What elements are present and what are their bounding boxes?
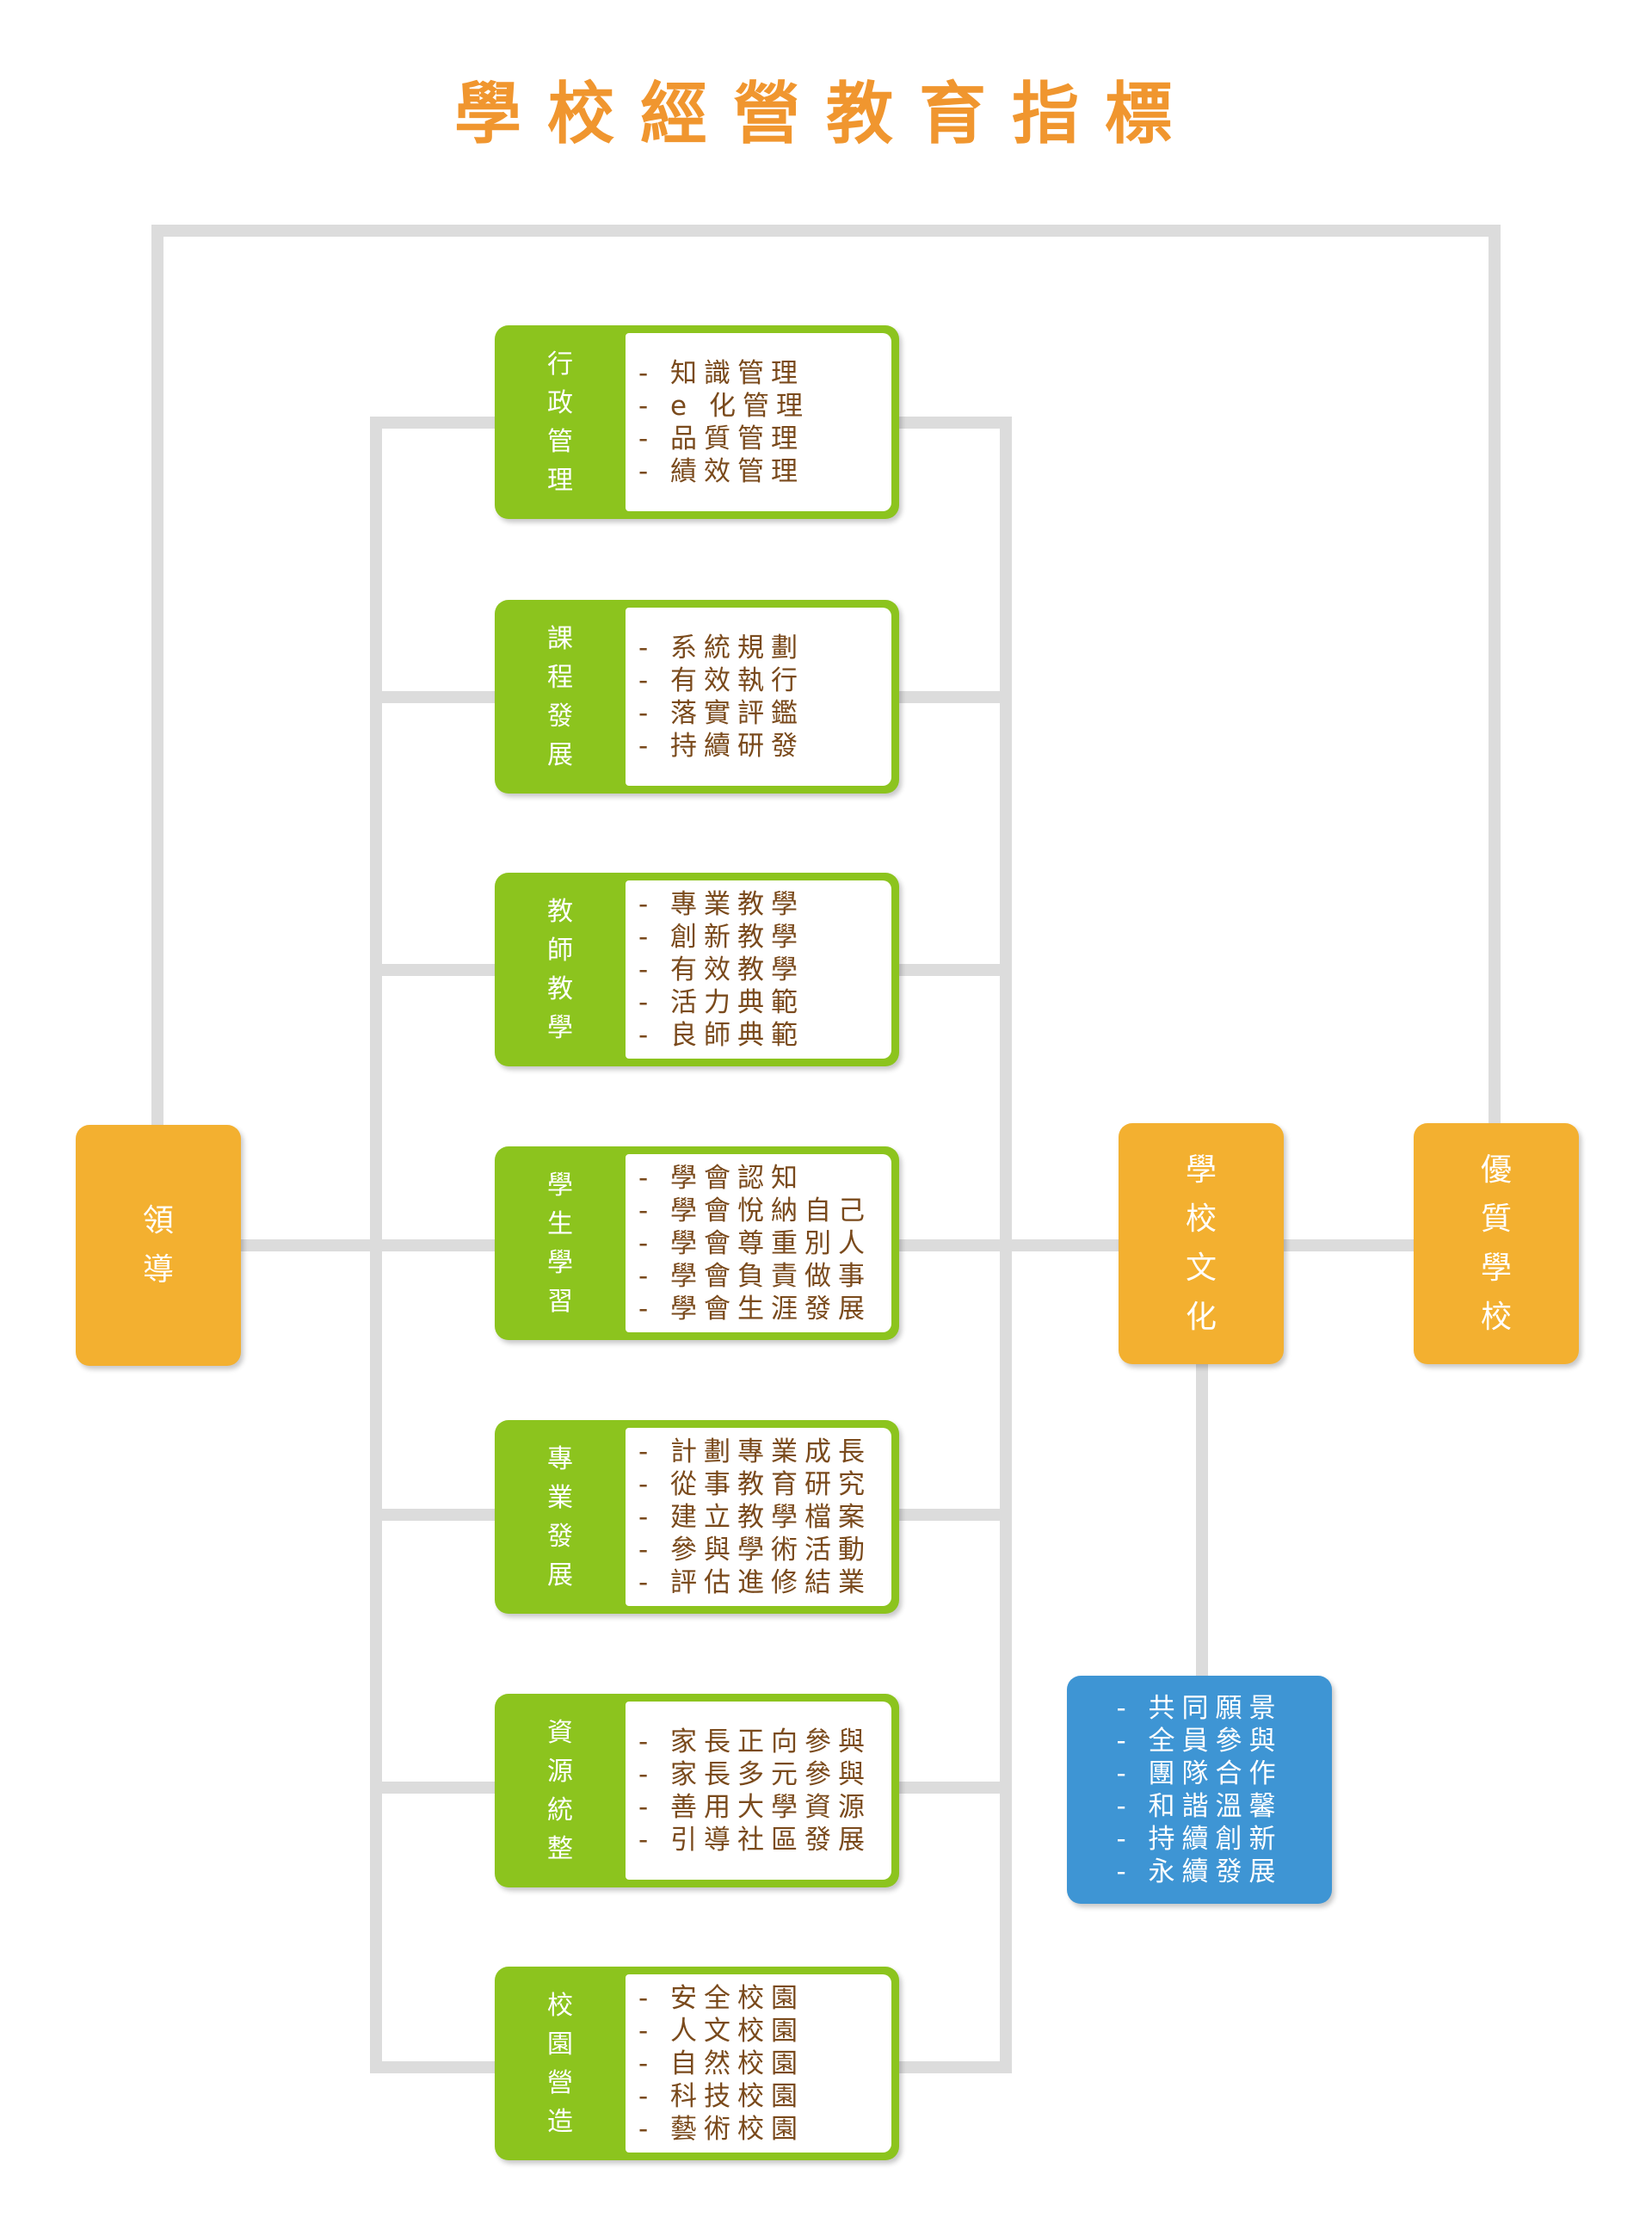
category-items: - 知識管理 - e 化管理 - 品質管理 - 績效管理 [626,333,891,511]
category-item: - 參與學術活動 [638,1534,872,1566]
connector-line [1196,1356,1208,1678]
culture-items-box: - 共同願景 - 全員參與 - 團隊合作 - 和諧溫馨 - 持續創新 - 永續發… [1067,1676,1332,1904]
category-item: - 家長正向參與 [638,1726,872,1757]
culture-item: - 持續創新 [1116,1823,1283,1855]
category-item: - 人文校園 [638,2015,805,2047]
category-item: - 學會生涯發展 [638,1293,872,1325]
category-label: 專業發展 [547,1443,573,1591]
category-card-curriculum: 課程發展 - 系統規劃 - 有效執行 - 落實評鑑 - 持續研發 [495,600,899,794]
category-label: 資源統整 [547,1717,573,1864]
category-label: 行政管理 [547,349,573,496]
category-item: - 良師典範 [638,1019,805,1051]
category-item: - 學會悅納自己 [638,1195,872,1226]
category-item: - 學會尊重別人 [638,1227,872,1259]
category-item: - 學會負責做事 [638,1260,872,1292]
quality-school-box: 優質學校 [1414,1123,1579,1364]
category-item: - 有效教學 [638,954,805,985]
leadership-box: 領導 [76,1125,241,1366]
category-item: - 引導社區發展 [638,1824,872,1856]
school-culture-label: 學校文化 [1185,1152,1217,1335]
culture-item: - 永續發展 [1116,1856,1283,1887]
category-item: - 品質管理 [638,423,805,454]
category-item: - e 化管理 [638,390,810,422]
category-item: - 家長多元參與 [638,1758,872,1790]
connector-line [151,225,163,1130]
connector-line [151,225,1501,237]
category-item: - 有效執行 [638,664,805,696]
category-items: - 學會認知 - 學會悅納自己 - 學會尊重別人 - 學會負責做事 - 學會生涯… [626,1154,891,1332]
category-items: - 安全校園 - 人文校園 - 自然校園 - 科技校園 - 藝術校園 [626,1974,891,2153]
culture-item: - 全員參與 [1116,1725,1283,1757]
culture-item: - 共同願景 [1116,1692,1283,1724]
category-item: - 安全校園 [638,1982,805,2014]
category-item: - 藝術校園 [638,2113,805,2145]
category-card-teaching: 教師教學 - 專業教學 - 創新教學 - 有效教學 - 活力典範 - 良師典範 [495,873,899,1066]
category-card-resource-integration: 資源統整 - 家長正向參與 - 家長多元參與 - 善用大學資源 - 引導社區發展 [495,1694,899,1887]
category-items: - 家長正向參與 - 家長多元參與 - 善用大學資源 - 引導社區發展 [626,1702,891,1880]
school-culture-box: 學校文化 [1119,1123,1284,1364]
category-card-administration: 行政管理 - 知識管理 - e 化管理 - 品質管理 - 績效管理 [495,325,899,519]
category-card-professional-development: 專業發展 - 計劃專業成長 - 從事教育研究 - 建立教學檔案 - 參與學術活動… [495,1420,899,1614]
leadership-label: 領導 [142,1203,174,1288]
category-items: - 專業教學 - 創新教學 - 有效教學 - 活力典範 - 良師典範 [626,880,891,1059]
category-item: - 計劃專業成長 [638,1436,872,1467]
category-label: 校園營造 [547,1990,573,2137]
culture-item: - 團隊合作 [1116,1757,1283,1789]
category-item: - 評估進修結業 [638,1566,872,1598]
category-item: - 系統規劃 [638,632,805,664]
category-items: - 系統規劃 - 有效執行 - 落實評鑑 - 持續研發 [626,608,891,786]
category-label: 課程發展 [547,623,573,770]
category-label: 教師教學 [547,896,573,1043]
category-item: - 專業教學 [638,888,805,920]
diagram-title: 學校經營教育指標 [453,76,1198,153]
category-item: - 持續研發 [638,730,805,762]
category-item: - 自然校園 [638,2048,805,2079]
category-item: - 從事教育研究 [638,1468,872,1500]
category-item: - 科技校園 [638,2080,805,2112]
category-items: - 計劃專業成長 - 從事教育研究 - 建立教學檔案 - 參與學術活動 - 評估… [626,1428,891,1606]
category-item: - 知識管理 [638,357,805,389]
category-card-campus-building: 校園營造 - 安全校園 - 人文校園 - 自然校園 - 科技校園 - 藝術校園 [495,1967,899,2160]
category-item: - 活力典範 [638,986,805,1018]
culture-item: - 和諧溫馨 [1116,1790,1283,1822]
category-item: - 落實評鑑 [638,697,805,729]
category-label: 學生學習 [547,1170,573,1317]
quality-school-label: 優質學校 [1480,1152,1512,1335]
category-item: - 善用大學資源 [638,1791,872,1823]
connector-line [1489,225,1501,1130]
category-item: - 建立教學檔案 [638,1501,872,1533]
category-item: - 創新教學 [638,921,805,953]
category-item: - 績效管理 [638,455,805,487]
category-item: - 學會認知 [638,1162,805,1194]
category-card-student-learning: 學生學習 - 學會認知 - 學會悅納自己 - 學會尊重別人 - 學會負責做事 -… [495,1146,899,1340]
